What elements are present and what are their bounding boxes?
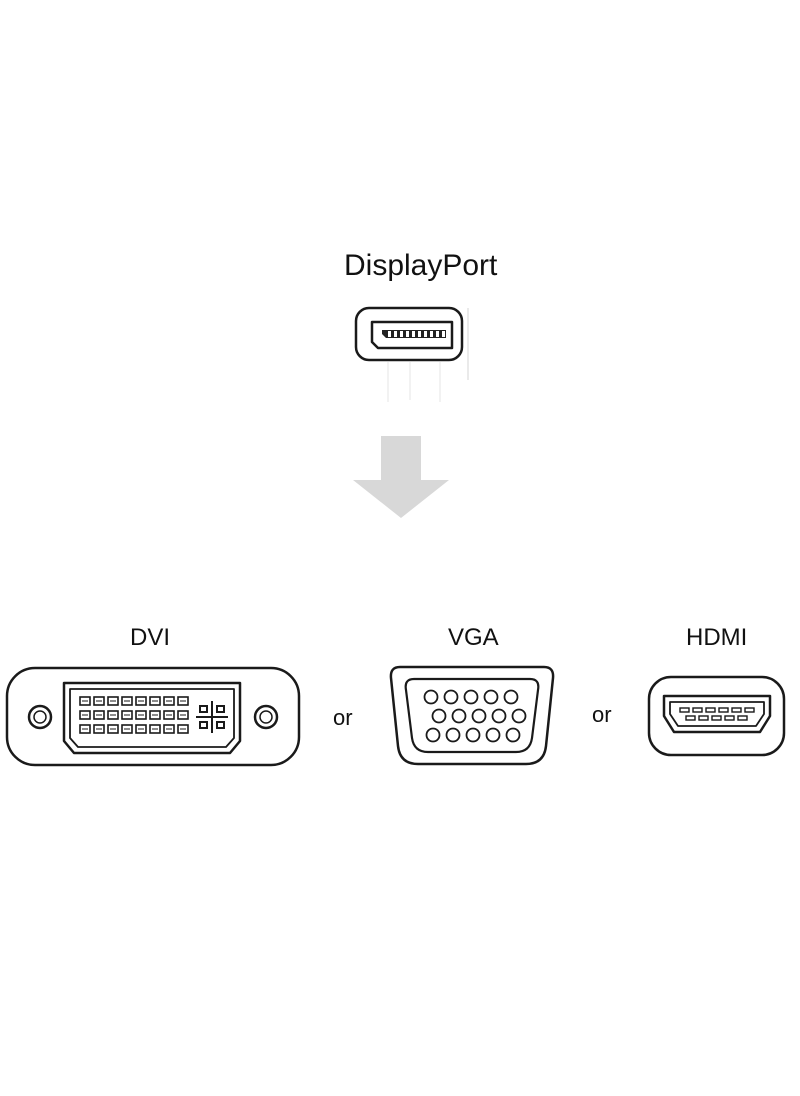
hdmi-contact [692,707,703,713]
displayport-contact [430,331,433,337]
displayport-contact [424,331,427,337]
displayport-contact [418,331,421,337]
vga-pin [423,689,439,705]
vga-pin [445,727,461,743]
displayport-contact [388,331,391,337]
displayport-contact [394,331,397,337]
displayport-contact [412,331,415,337]
vga-pin [491,708,507,724]
down-arrow-icon [353,436,449,518]
vga-pin [471,708,487,724]
hdmi-port-icon [647,675,786,757]
dvi-label: DVI [130,624,171,651]
hdmi-contact [698,715,709,721]
vga-port-icon [389,665,555,766]
vga-pin [465,727,481,743]
vga-pin [463,689,479,705]
vga-pin [485,727,501,743]
displayport-contact [400,331,403,337]
vga-pin [505,727,521,743]
or-separator: or [333,705,353,730]
hdmi-contact [731,707,742,713]
displayport-contact [442,331,445,337]
vga-pin [483,689,499,705]
displayport-port-icon [354,306,469,402]
hdmi-contact [685,715,696,721]
hdmi-contact [711,715,722,721]
displayport-contact [436,331,439,337]
vga-pin [431,708,447,724]
displayport-contact [406,331,409,337]
vga-label: VGA [448,624,499,651]
hdmi-contact [679,707,690,713]
hdmi-contact [724,715,735,721]
displayport-label: DisplayPort [344,249,498,282]
vga-pin [443,689,459,705]
hdmi-contact [718,707,729,713]
hdmi-contact [737,715,748,721]
vga-pin [451,708,467,724]
dvi-port-icon [5,666,301,767]
or-separator: or [592,702,612,727]
hdmi-label: HDMI [686,624,748,651]
vga-pin [503,689,519,705]
vga-pin [511,708,527,724]
hdmi-contact [705,707,716,713]
hdmi-contact [744,707,755,713]
vga-pin [425,727,441,743]
